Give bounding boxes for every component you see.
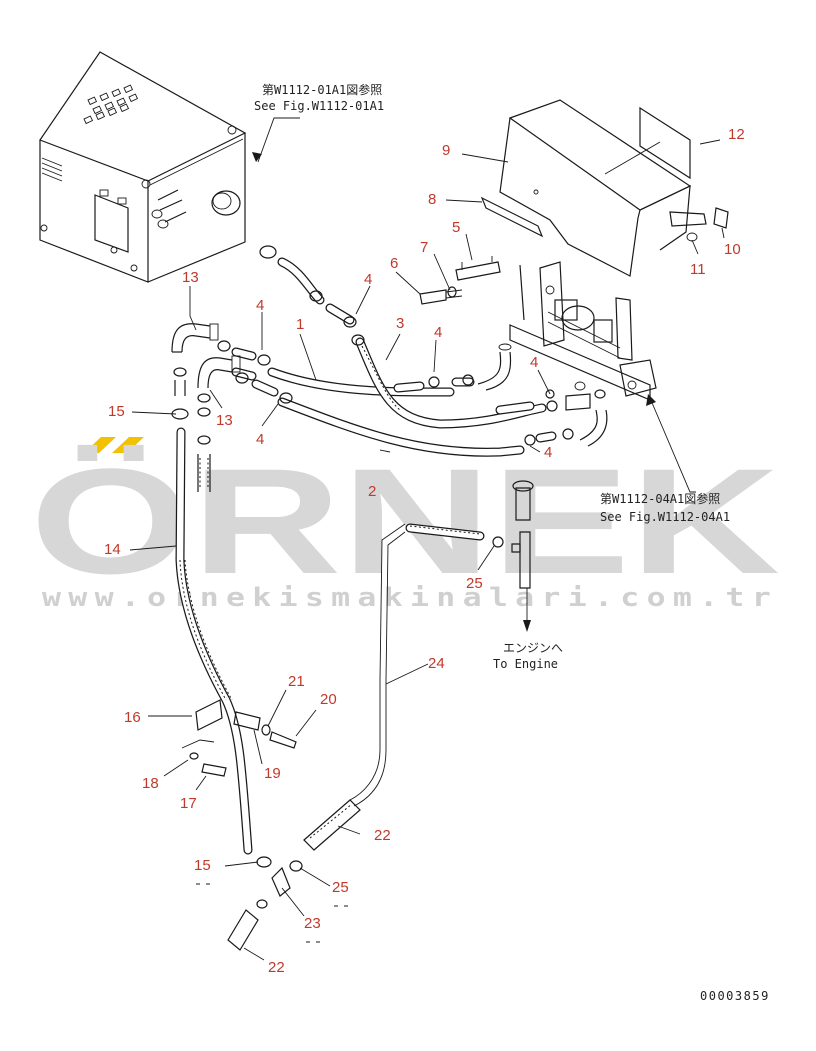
label-part-13b: 13 (216, 412, 233, 429)
label-part-17: 17 (180, 795, 197, 812)
label-part-25b: 25 (332, 879, 349, 896)
label-part-7: 7 (420, 239, 428, 256)
label-part-24: 24 (428, 655, 445, 672)
part-labels: 1 2 3 4 4 4 4 4 4 5 6 7 8 9 10 11 12 13 … (104, 126, 745, 976)
watermark: ÖRNEK www.ornekismakinalari.com.tr (30, 437, 780, 613)
label-part-4b: 4 (256, 297, 264, 314)
label-part-21: 21 (288, 673, 305, 690)
label-part-11: 11 (690, 261, 706, 278)
watermark-brand: ÖRNEK (30, 437, 780, 605)
label-part-23: 23 (304, 915, 321, 932)
ref-right-en: See Fig.W1112-04A1 (600, 510, 730, 524)
label-part-12: 12 (728, 126, 745, 143)
label-part-10: 10 (724, 241, 741, 258)
ref-top-jp: 第W1112-01A1図参照 (262, 82, 382, 97)
label-part-14: 14 (104, 541, 121, 558)
label-part-6: 6 (390, 255, 398, 272)
label-part-15b: 15 (194, 857, 211, 874)
label-part-4d: 4 (530, 354, 538, 371)
engine-hose (227, 480, 534, 951)
label-part-1: 1 (296, 316, 304, 333)
label-part-22b: 22 (268, 959, 285, 976)
label-part-4a: 4 (364, 271, 372, 288)
watermark-accent-right (112, 437, 144, 453)
label-part-4c: 4 (434, 324, 442, 341)
label-part-20: 20 (320, 691, 337, 708)
label-part-18: 18 (142, 775, 159, 792)
label-part-13a: 13 (182, 269, 199, 286)
label-part-15a: 15 (108, 403, 125, 420)
cover-assembly (480, 99, 729, 401)
label-part-8: 8 (428, 191, 436, 208)
watermark-accent-left (84, 437, 116, 453)
ref-engine-jp: エンジンへ (503, 641, 563, 655)
cab-unit (39, 51, 247, 283)
ref-engine-en: To Engine (493, 657, 558, 671)
label-part-4e: 4 (256, 431, 264, 448)
vent-grid (83, 84, 139, 125)
label-part-16: 16 (124, 709, 141, 726)
label-part-9: 9 (442, 142, 450, 159)
label-part-5: 5 (452, 219, 460, 236)
drawing-number: 00003859 (700, 989, 770, 1003)
label-part-22a: 22 (374, 827, 391, 844)
leader-lines (129, 139, 725, 961)
bracket-bolt-group (419, 256, 501, 305)
hose-group (217, 245, 608, 457)
label-part-4f: 4 (544, 444, 552, 461)
watermark-url: www.ornekismakinalari.com.tr (42, 583, 778, 613)
ref-right-jp: 第W1112-04A1図参照 (600, 491, 720, 506)
label-part-2: 2 (368, 483, 376, 500)
clamp-group (181, 699, 297, 777)
label-part-3: 3 (396, 315, 404, 332)
label-part-19: 19 (264, 765, 281, 782)
ref-top-en: See Fig.W1112-01A1 (254, 99, 384, 113)
elbow-group (171, 323, 241, 492)
label-part-25a: 25 (466, 575, 483, 592)
